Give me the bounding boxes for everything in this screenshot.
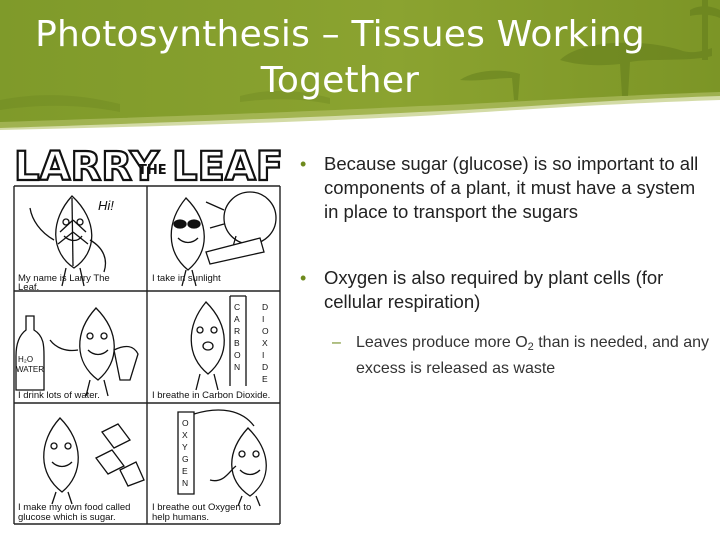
larry-the-leaf-comic: LARRY THE LEAF	[10, 140, 288, 526]
svg-text:N: N	[182, 478, 188, 488]
bullet-sugar-transport: • Because sugar (glucose) is so importan…	[296, 152, 712, 224]
comic-drawing: LARRY THE LEAF	[13, 143, 284, 525]
panel-5-drawing	[43, 417, 145, 505]
svg-text:R: R	[234, 326, 240, 336]
bullet-text: Oxygen is also required by plant cells (…	[324, 267, 664, 312]
comic-captions: My name is Larry The Leaf. I take in sun…	[18, 273, 270, 523]
title-line-2: Together	[260, 60, 420, 101]
caption-1: My name is Larry The	[18, 273, 110, 284]
header-background	[0, 0, 720, 130]
svg-text:E: E	[182, 466, 188, 476]
svg-text:N: N	[234, 362, 240, 372]
bullet-text: Because sugar (glucose) is so important …	[324, 153, 699, 222]
sub-bullet-text-end: than is needed, and any excess is releas…	[356, 334, 710, 377]
caption-4: I breathe in Carbon Dioxide.	[152, 390, 270, 401]
comic-title-the: THE	[138, 163, 167, 178]
water-label: H₂O	[18, 355, 33, 364]
sub-bullet-text-start: Leaves produce more O	[356, 334, 528, 351]
panel-6-drawing: O X Y G E N	[177, 409, 267, 507]
svg-text:glucose which is sugar.: glucose which is sugar.	[18, 512, 116, 523]
title-line-1: Photosynthesis – Tissues Working	[35, 14, 645, 55]
svg-text:O: O	[234, 350, 241, 360]
svg-text:Y: Y	[182, 442, 188, 452]
svg-text:X: X	[182, 430, 188, 440]
svg-text:O: O	[262, 326, 269, 336]
svg-text:Leaf.: Leaf.	[18, 282, 39, 293]
comic-title-leaf: LEAF	[172, 144, 283, 190]
comic-title-larry: LARRY	[14, 144, 160, 190]
tree-silhouettes	[460, 0, 720, 100]
bullet-dot-icon: •	[300, 154, 307, 174]
svg-text:D: D	[262, 362, 268, 372]
caption-5: I make my own food called	[18, 502, 130, 513]
comic-title: LARRY THE LEAF	[13, 143, 284, 191]
o2-label: O	[182, 418, 189, 428]
caption-6: I breathe out Oxygen to	[152, 502, 251, 513]
page-title: Photosynthesis – Tissues Working Togethe…	[0, 12, 680, 104]
svg-text:X: X	[262, 338, 268, 348]
panel-2-drawing	[170, 191, 277, 287]
co2-label-2: D	[262, 302, 268, 312]
co2-label-1: C	[234, 302, 240, 312]
panel-3-drawing: H₂O WATER	[15, 307, 139, 397]
dash-icon: –	[332, 334, 341, 351]
bullet-oxygen-required: • Oxygen is also required by plant cells…	[296, 266, 712, 314]
sub-bullet-excess-oxygen: – Leaves produce more O2 than is needed,…	[296, 332, 712, 380]
content-area: • Because sugar (glucose) is so importan…	[296, 152, 712, 380]
bullet-dot-icon: •	[300, 268, 307, 288]
svg-text:A: A	[234, 314, 240, 324]
panel-1-drawing: Hi!	[29, 195, 114, 287]
hi-text: Hi!	[98, 198, 114, 213]
svg-text:I: I	[262, 350, 264, 360]
svg-text:WATER: WATER	[16, 365, 44, 374]
panel-4-drawing: C A R B O N D I O X I D E	[190, 295, 269, 391]
caption-2: I take in sunlight	[152, 273, 221, 284]
svg-text:B: B	[234, 338, 240, 348]
svg-text:G: G	[182, 454, 189, 464]
caption-3: I drink lots of water.	[18, 390, 100, 401]
header-band: Photosynthesis – Tissues Working Togethe…	[0, 0, 720, 130]
svg-text:E: E	[262, 374, 268, 384]
sub-bullet-subscript: 2	[527, 341, 534, 353]
svg-text:help humans.: help humans.	[152, 512, 209, 523]
svg-text:I: I	[262, 314, 264, 324]
comic-grid	[13, 185, 281, 525]
